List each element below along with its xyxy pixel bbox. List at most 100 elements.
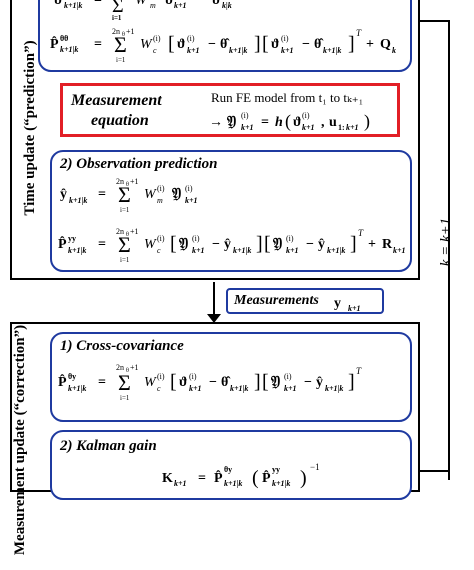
svg-text:k+1|k: k+1|k bbox=[224, 479, 242, 488]
svg-text:k+1: k+1 bbox=[189, 384, 202, 393]
svg-text:−1: −1 bbox=[310, 462, 320, 472]
svg-text:k+1|k: k+1|k bbox=[323, 46, 341, 55]
svg-text:k+1|k: k+1|k bbox=[233, 246, 251, 255]
svg-text:k+1|k: k+1|k bbox=[325, 384, 343, 393]
svg-text:,: , bbox=[321, 115, 325, 130]
svg-text:k+1|k: k+1|k bbox=[68, 246, 86, 255]
svg-text:k+1: k+1 bbox=[185, 196, 198, 205]
svg-text:P̂: P̂ bbox=[50, 35, 59, 52]
svg-text:W: W bbox=[140, 37, 153, 52]
svg-text:2n: 2n bbox=[116, 363, 124, 372]
measurement-equation-box: Measurement equation Run FE model from t… bbox=[60, 83, 400, 137]
svg-text:ϑ: ϑ bbox=[177, 37, 185, 52]
svg-text:θ: θ bbox=[126, 368, 129, 374]
svg-text:−: − bbox=[200, 0, 208, 8]
flow-arrow-head bbox=[207, 314, 221, 323]
measurements-symbol: y k+1 bbox=[334, 296, 361, 313]
svg-text:m: m bbox=[157, 196, 163, 205]
svg-text:yy: yy bbox=[272, 465, 280, 474]
svg-text:k+1: k+1 bbox=[346, 123, 359, 132]
svg-text:+1: +1 bbox=[130, 363, 139, 372]
svg-text:(i): (i) bbox=[185, 184, 193, 193]
svg-text:k+1: k+1 bbox=[348, 304, 361, 313]
svg-text:]: ] bbox=[350, 233, 357, 255]
svg-text:K: K bbox=[162, 471, 173, 486]
svg-text:𝔜: 𝔜 bbox=[272, 236, 282, 252]
svg-text:=: = bbox=[98, 187, 106, 202]
svg-text:−: − bbox=[306, 237, 314, 252]
svg-text:i=1: i=1 bbox=[120, 206, 130, 214]
svg-text:𝔜: 𝔜 bbox=[270, 374, 280, 390]
svg-text:Σ: Σ bbox=[112, 0, 124, 17]
svg-text:): ) bbox=[364, 111, 370, 132]
svg-text:1:: 1: bbox=[338, 123, 345, 132]
svg-text:T: T bbox=[358, 228, 364, 238]
svg-text:k+1|k: k+1|k bbox=[68, 384, 86, 393]
svg-text:T: T bbox=[356, 28, 362, 38]
svg-text:u: u bbox=[329, 115, 337, 130]
svg-text:k: k bbox=[392, 46, 396, 55]
time-update-frame bbox=[10, 0, 420, 280]
svg-text:(i): (i) bbox=[302, 111, 310, 120]
svg-text:(: ( bbox=[252, 467, 259, 489]
svg-text:−: − bbox=[212, 237, 220, 252]
svg-text:c: c bbox=[157, 384, 161, 393]
svg-text:[: [ bbox=[170, 233, 177, 255]
svg-text:(i): (i) bbox=[281, 34, 289, 43]
svg-text:k+1: k+1 bbox=[286, 246, 299, 255]
svg-text:P̂: P̂ bbox=[262, 469, 271, 486]
svg-text:=: = bbox=[198, 471, 206, 486]
loop-line-bottom bbox=[420, 470, 450, 472]
svg-text:[: [ bbox=[262, 33, 269, 55]
svg-text:𝔜: 𝔜 bbox=[178, 236, 188, 252]
svg-text:𝔜: 𝔜 bbox=[226, 114, 236, 130]
svg-text:+1: +1 bbox=[130, 177, 139, 186]
svg-text:T: T bbox=[356, 366, 362, 376]
svg-text:(i): (i) bbox=[157, 234, 165, 243]
svg-text:Σ: Σ bbox=[114, 32, 127, 57]
svg-text:k+1|k: k+1|k bbox=[60, 45, 78, 54]
svg-text:=: = bbox=[98, 237, 106, 252]
svg-text:ϑ: ϑ bbox=[179, 375, 187, 390]
svg-text:−: − bbox=[209, 375, 217, 390]
svg-text:=: = bbox=[94, 0, 102, 8]
svg-text:(: ( bbox=[285, 111, 291, 132]
svg-text:c: c bbox=[157, 246, 161, 255]
svg-text:): ) bbox=[300, 467, 307, 489]
svg-text:k+1|k: k+1|k bbox=[272, 479, 290, 488]
svg-text:W: W bbox=[144, 375, 157, 390]
svg-text:k+1|k: k+1|k bbox=[69, 196, 87, 205]
svg-text:]: ] bbox=[348, 33, 355, 55]
svg-text:h: h bbox=[275, 115, 283, 130]
svg-text:+: + bbox=[368, 237, 376, 252]
svg-text:ŷ: ŷ bbox=[318, 237, 325, 252]
cross-covariance-title: 1) Cross-covariance bbox=[60, 338, 184, 354]
svg-text:[: [ bbox=[264, 233, 271, 255]
measurement-equation-line2: equation bbox=[91, 112, 149, 129]
svg-text:ŷ: ŷ bbox=[60, 187, 67, 202]
svg-text:−: − bbox=[208, 37, 216, 52]
flow-arrow-line bbox=[213, 282, 215, 318]
svg-text:y: y bbox=[334, 296, 341, 311]
svg-text:ϑ: ϑ bbox=[165, 0, 173, 8]
svg-text:𝔜: 𝔜 bbox=[171, 186, 181, 202]
svg-text:i=1: i=1 bbox=[120, 256, 130, 264]
loop-label: k = k+1 bbox=[438, 217, 454, 267]
svg-text:=: = bbox=[94, 37, 102, 52]
measurement-update-label: Measurement update (“correction”) bbox=[12, 324, 28, 556]
observation-prediction-title: 2) Observation prediction bbox=[60, 156, 218, 172]
svg-text:k+1|k: k+1|k bbox=[230, 384, 248, 393]
svg-text:2n: 2n bbox=[116, 177, 124, 186]
svg-text:(i): (i) bbox=[153, 34, 161, 43]
svg-text:k+1: k+1 bbox=[302, 123, 315, 132]
svg-text:k|k: k|k bbox=[222, 1, 232, 10]
svg-text:+1: +1 bbox=[130, 227, 139, 236]
svg-text:θ̂: θ̂ bbox=[220, 37, 230, 52]
measurement-model-equation: → 𝔜 (i) k+1 = h ( ϑ (i) k+1 , u 1:k+1 ) bbox=[209, 111, 370, 132]
